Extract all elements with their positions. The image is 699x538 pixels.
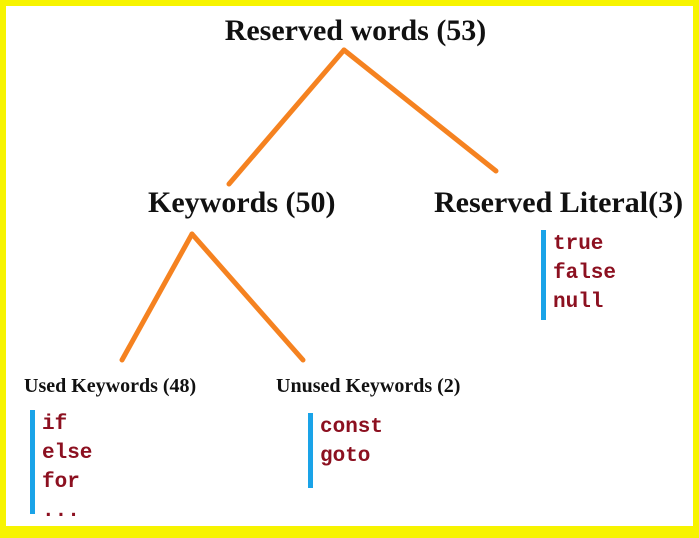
list-item: for bbox=[42, 471, 80, 494]
tree-edges bbox=[119, 47, 499, 363]
list-item: else bbox=[42, 442, 93, 465]
root-node-label: Reserved words (53) bbox=[224, 14, 487, 47]
unused-keywords-node-label: Unused Keywords (2) bbox=[276, 375, 461, 397]
edge-keywords-used bbox=[119, 231, 195, 363]
list-item: true bbox=[553, 233, 604, 256]
list-item: if bbox=[42, 413, 68, 436]
reserved-literal-node-label: Reserved Literal(3) bbox=[434, 186, 684, 219]
reserved-literal-list: true false null bbox=[541, 230, 616, 320]
edge-root-literal bbox=[341, 47, 499, 174]
used-keywords-list: if else for ... bbox=[30, 410, 93, 523]
list-item: false bbox=[553, 262, 617, 285]
used-keywords-node-label: Used Keywords (48) bbox=[24, 375, 197, 397]
list-item: null bbox=[553, 291, 604, 314]
list-item: ... bbox=[42, 500, 80, 523]
list-item: goto bbox=[320, 445, 371, 468]
edge-keywords-unused bbox=[189, 231, 306, 363]
list-item: const bbox=[320, 416, 384, 439]
edge-root-keywords bbox=[226, 47, 347, 187]
keywords-node-label: Keywords (50) bbox=[148, 186, 336, 219]
unused-keywords-list: const goto bbox=[308, 413, 383, 488]
